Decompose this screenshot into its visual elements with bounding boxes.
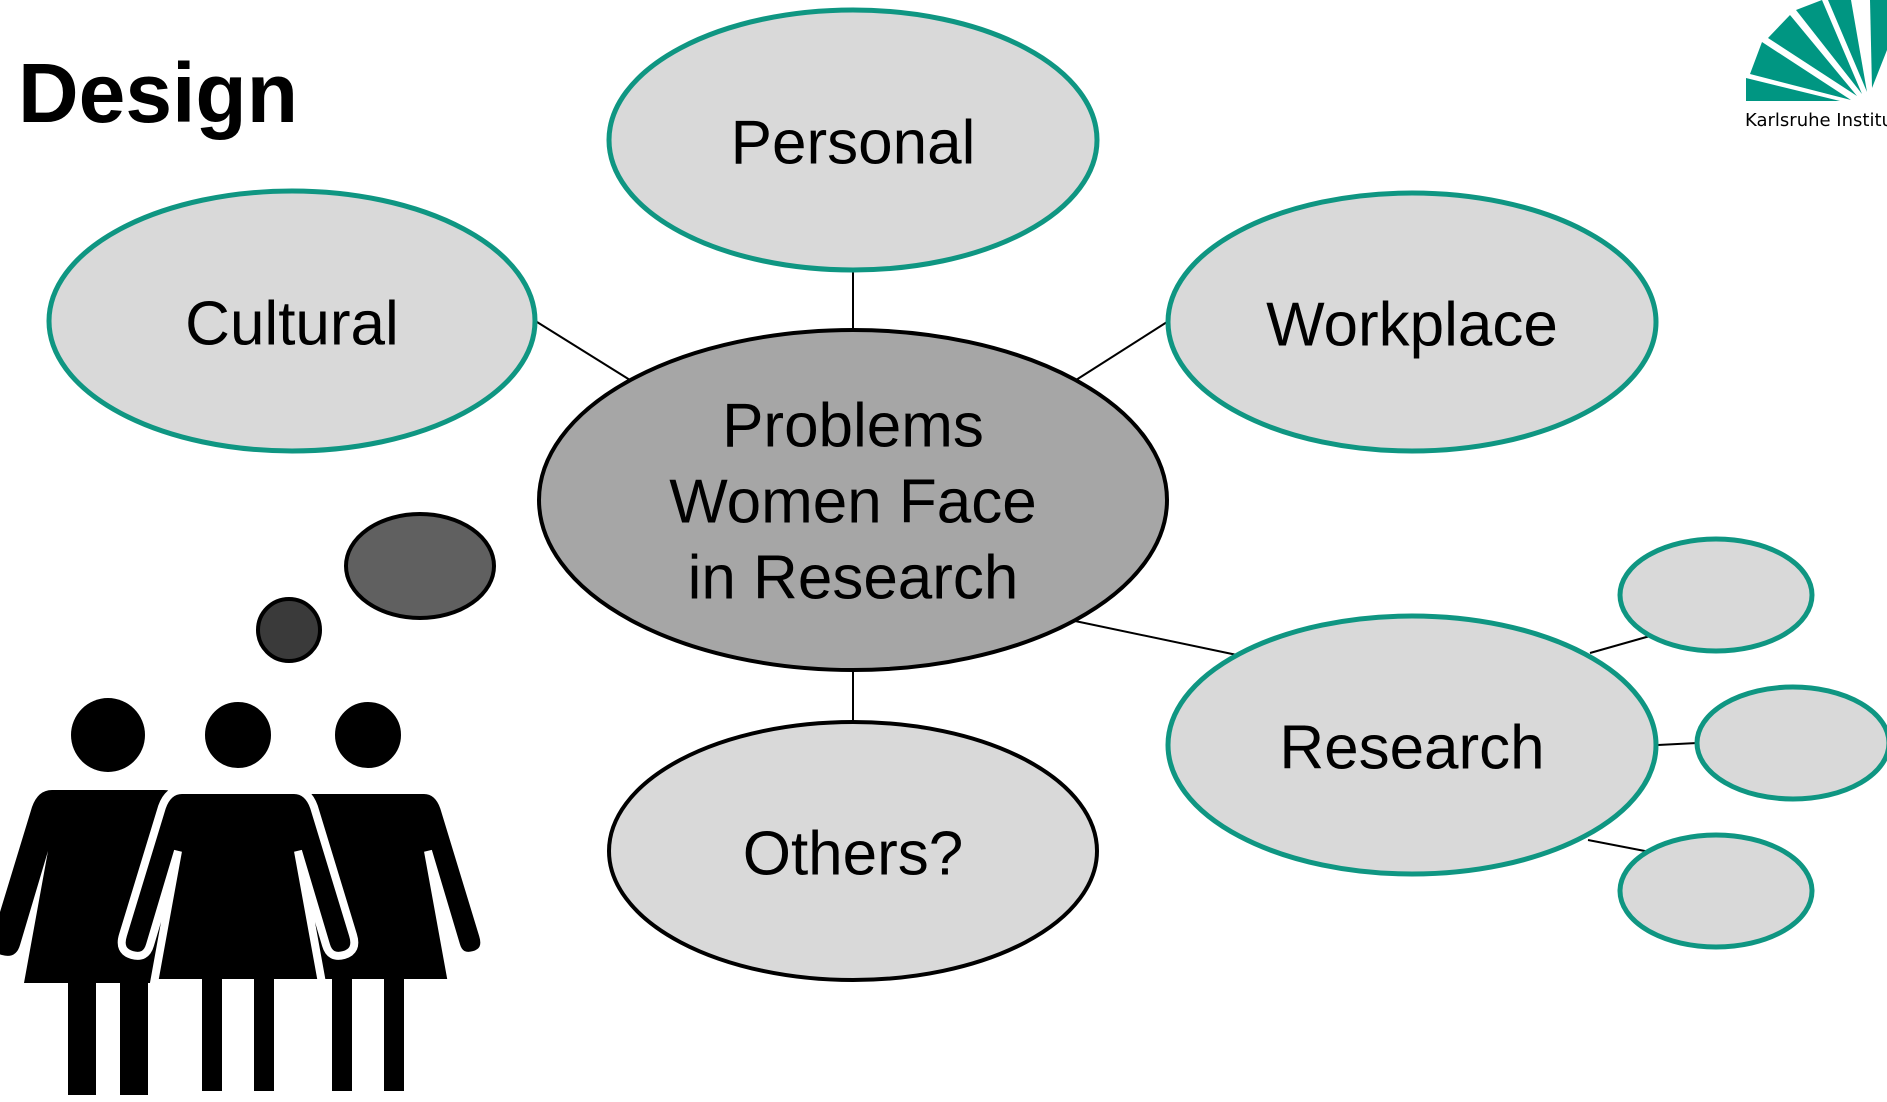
node-others[interactable]: Others? (607, 720, 1099, 982)
kit-logo: Karlsruhe Institu (1745, 0, 1887, 131)
connector-cultural (536, 321, 631, 381)
node-research[interactable]: Research (1165, 613, 1659, 877)
connector-workplace (1075, 321, 1168, 381)
kit-logo-fan-icon (1746, 0, 1887, 101)
connector-research-sub-top (1589, 635, 1651, 654)
center-label-line-3: in Research (688, 543, 1019, 612)
node-others-label: Others? (743, 819, 964, 888)
node-cultural-label: Cultural (185, 289, 399, 358)
thought-bubble-small (256, 597, 322, 663)
node-center[interactable]: Problems Women Face in Research (537, 328, 1169, 672)
connector-research (1074, 620, 1238, 656)
research-subnode-top[interactable] (1617, 536, 1815, 654)
connector-research-sub-mid (1657, 742, 1698, 746)
research-subnode-bottom[interactable] (1617, 832, 1815, 950)
thought-bubble-icon (256, 512, 496, 663)
connectors (536, 272, 1698, 853)
node-personal-label: Personal (731, 108, 976, 177)
node-workplace[interactable]: Workplace (1165, 190, 1659, 454)
node-workplace-label: Workplace (1266, 290, 1558, 359)
research-subnode-middle[interactable] (1694, 684, 1887, 802)
node-personal[interactable]: Personal (606, 7, 1100, 273)
connector-research-sub-bottom (1587, 839, 1651, 853)
logo-caption: Karlsruhe Institu (1745, 110, 1887, 131)
thought-bubble-large (344, 512, 496, 620)
women-figures-icon (0, 698, 484, 1095)
woman-figure-middle-icon (122, 698, 355, 1095)
center-label-line-2: Women Face (669, 467, 1037, 536)
node-cultural[interactable]: Cultural (46, 188, 538, 454)
slide-title: Design (18, 46, 298, 140)
node-research-label: Research (1279, 713, 1544, 782)
center-label-line-1: Problems (722, 391, 984, 460)
